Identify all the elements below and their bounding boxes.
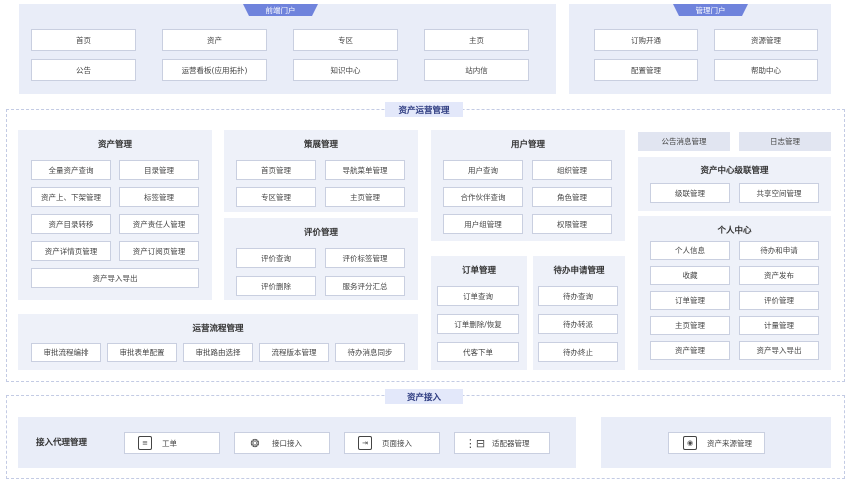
asset-ops-tag: 资产运营管理 [385,102,463,117]
work-order-label: 工单 [162,438,177,448]
personal-order-button[interactable]: 订单管理 [650,291,730,310]
asset-detail-page-button[interactable]: 资产详情页管理 [31,241,111,261]
zone-mgmt-button[interactable]: 专区管理 [236,187,316,207]
mainpage-mgmt-button[interactable]: 主页管理 [325,187,405,207]
user-query-button[interactable]: 用户查询 [443,160,523,180]
pending-terminate-button[interactable]: 待办终止 [538,342,618,362]
service-score-button[interactable]: 服务评分汇总 [325,276,405,296]
catalog-mgmt-button[interactable]: 目录管理 [119,160,199,180]
asset-owner-button[interactable]: 资产责任人管理 [119,214,199,234]
homepage-mgmt-button[interactable]: 首页管理 [236,160,316,180]
partner-query-button[interactable]: 合作伙伴查询 [443,187,523,207]
portal-item-messages[interactable]: 站内信 [424,59,529,81]
proxy-order-button[interactable]: 代客下单 [437,342,519,362]
adapter-mgmt-label: 适配器管理 [492,438,530,448]
asset-source-label: 资产来源管理 [707,438,752,448]
pending-transfer-button[interactable]: 待办转派 [538,314,618,334]
document-icon: ≡ [138,436,152,450]
asset-source-button[interactable]: ◉ 资产来源管理 [668,432,765,454]
asset-query-button[interactable]: 全量资产查询 [31,160,111,180]
portal-item-knowledge[interactable]: 知识中心 [293,59,398,81]
eval-query-button[interactable]: 评价查询 [236,248,316,268]
admin-item-resource[interactable]: 资源管理 [714,29,818,51]
approval-route-button[interactable]: 审批路由选择 [183,343,253,362]
adapter-icon: ⋮⊟ [464,436,486,450]
approval-flow-button[interactable]: 审批流程编排 [31,343,101,362]
personal-center-title: 个人中心 [717,226,752,236]
eval-tag-mgmt-button[interactable]: 评价标签管理 [325,248,405,268]
source-icon: ◉ [683,436,697,450]
pending-mgmt-title: 待办申请管理 [553,266,605,276]
favorites-button[interactable]: 收藏 [650,266,730,285]
tag-mgmt-button[interactable]: 标签管理 [119,187,199,207]
adapter-mgmt-button[interactable]: ⋮⊟ 适配器管理 [454,432,550,454]
cascade-button[interactable]: 级联管理 [650,183,730,203]
portal-item-home[interactable]: 首页 [31,29,136,51]
api-access-button[interactable]: ❂ 接口接入 [234,432,330,454]
flow-mgmt-title: 运营流程管理 [192,324,244,334]
asset-shelf-button[interactable]: 资产上、下架管理 [31,187,111,207]
portal-item-assets[interactable]: 资产 [162,29,267,51]
admin-item-help[interactable]: 帮助中心 [714,59,818,81]
nav-menu-mgmt-button[interactable]: 导航菜单管理 [325,160,405,180]
portal-item-zone[interactable]: 专区 [293,29,398,51]
asset-mgmt-title: 资产管理 [97,140,132,150]
pending-sync-button[interactable]: 待办消息同步 [335,343,405,362]
page-icon: ⇥ [358,436,372,450]
front-portal-tab: 前端门户 [243,4,318,16]
eval-delete-button[interactable]: 评价删除 [236,276,316,296]
order-query-button[interactable]: 订单查询 [437,286,519,306]
permission-mgmt-button[interactable]: 权限管理 [532,214,612,234]
personal-asset-button[interactable]: 资产管理 [650,341,730,360]
plug-icon: ❂ [250,436,260,450]
personal-info-button[interactable]: 个人信息 [650,241,730,260]
pending-query-button[interactable]: 待办查询 [538,286,618,306]
portal-item-dashboard[interactable]: 运营看板(应用拓扑) [162,59,267,81]
notice-msg-mgmt[interactable]: 公告消息管理 [638,132,730,151]
catalog-transfer-button[interactable]: 资产目录转移 [31,214,111,234]
eval-mgmt-title: 评价管理 [303,228,338,238]
api-access-label: 接口接入 [272,438,302,448]
user-mgmt-title: 用户管理 [510,140,545,150]
personal-eval-button[interactable]: 评价管理 [739,291,819,310]
personal-homepage-button[interactable]: 主页管理 [650,316,730,335]
metering-button[interactable]: 计量管理 [739,316,819,335]
order-mgmt-title: 订单管理 [461,266,496,276]
asset-subscribe-page-button[interactable]: 资产订阅页管理 [119,241,199,261]
admin-portal-tab: 管理门户 [673,4,748,16]
admin-item-order-open[interactable]: 订购开通 [594,29,698,51]
log-mgmt[interactable]: 日志管理 [739,132,831,151]
order-delete-restore-button[interactable]: 订单删除/恢复 [437,314,519,334]
todo-apply-button[interactable]: 待办和申请 [739,241,819,260]
shared-space-button[interactable]: 共享空间管理 [739,183,819,203]
user-group-mgmt-button[interactable]: 用户组管理 [443,214,523,234]
page-access-label: 页面接入 [382,438,412,448]
org-mgmt-button[interactable]: 组织管理 [532,160,612,180]
work-order-button[interactable]: ≡ 工单 [124,432,220,454]
flow-version-button[interactable]: 流程版本管理 [259,343,329,362]
asset-publish-button[interactable]: 资产发布 [739,266,819,285]
portal-item-homepage[interactable]: 主页 [424,29,529,51]
page-access-button[interactable]: ⇥ 页面接入 [344,432,440,454]
asset-access-tag: 资产接入 [385,389,463,404]
access-proxy-title: 接入代理管理 [36,438,88,448]
display-mgmt-title: 策展管理 [303,140,338,150]
role-mgmt-button[interactable]: 角色管理 [532,187,612,207]
asset-import-export-button[interactable]: 资产导入导出 [31,268,199,288]
portal-item-notice[interactable]: 公告 [31,59,136,81]
approval-form-button[interactable]: 审批表单配置 [107,343,177,362]
admin-item-config[interactable]: 配置管理 [594,59,698,81]
cascade-mgmt-title: 资产中心级联管理 [700,166,769,176]
personal-import-export-button[interactable]: 资产导入导出 [739,341,819,360]
